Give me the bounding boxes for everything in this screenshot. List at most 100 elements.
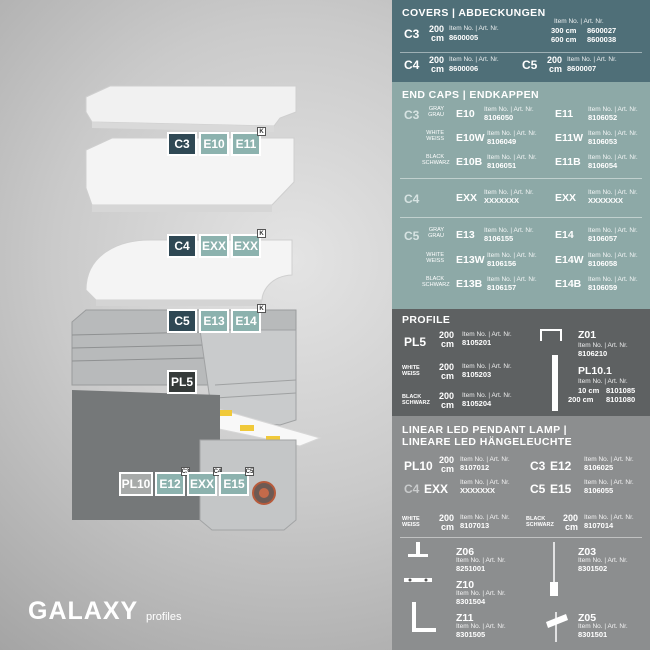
k-mark: K	[257, 127, 266, 136]
badge-pl10: PL10	[119, 472, 153, 496]
pendant-unit: cm	[564, 522, 578, 532]
divider	[400, 178, 642, 179]
covers-c5-code: C5	[522, 58, 538, 72]
endcap-exx-number: XXXXXXX	[484, 196, 520, 205]
item-no-label: Item No. | Art. Nr.	[578, 557, 628, 564]
pendant-pl10-code: PL10	[404, 459, 433, 473]
profile-white-number: 8105203	[462, 370, 492, 379]
item-no-label: Item No. | Art. Nr.	[456, 590, 506, 597]
covers-c5-unit: cm	[548, 64, 562, 74]
pendant-title-en: LINEAR LED PENDANT LAMP |	[402, 424, 567, 436]
profile-unit: cm	[440, 400, 454, 410]
color-white-label: WHITE WEISS	[402, 516, 420, 528]
pendant-section: LINEAR LED PENDANT LAMP | LINEARE LED HÄ…	[392, 416, 650, 650]
endcap-e14w-number: 8106058	[588, 259, 618, 268]
profile-length: 200	[438, 391, 454, 401]
endcap-e14-number: 8106057	[588, 234, 618, 243]
endcaps-title: END CAPS | ENDKAPPEN	[402, 89, 539, 101]
brand-logo: GALAXY	[28, 597, 139, 625]
badge-exx-k-label: EXX	[233, 239, 258, 253]
item-no-label: Item No. | Art. Nr.	[588, 130, 638, 137]
item-no-label: Item No. | Art. Nr.	[588, 154, 638, 161]
item-no-label: Item No. | Art. Nr.	[484, 189, 534, 196]
endcap-e10w-number: 8106049	[487, 137, 517, 146]
item-no-label: Item No. | Art. Nr.	[449, 56, 499, 63]
item-no-label: Item No. | Art. Nr.	[487, 276, 537, 283]
profile-pl10-1-length-2: 200 cm	[568, 395, 594, 404]
z01-bracket-icon	[540, 329, 562, 341]
item-no-label: Item No. | Art. Nr.	[584, 479, 634, 486]
color-black-label: BLACK SCHWARZ	[402, 394, 430, 406]
endcap-e10b: E10B	[456, 156, 483, 168]
badge-c3: C3	[167, 132, 197, 156]
profile-length: 200	[438, 330, 454, 340]
badge-e13: E13	[199, 309, 229, 333]
divider	[400, 217, 642, 218]
accessory-icons-right	[546, 542, 568, 642]
pendant-white-number: 8107013	[460, 521, 490, 530]
item-no-label: Item No. | Art. Nr.	[578, 378, 628, 385]
k-mark: K	[257, 229, 266, 238]
z05-mount-icon	[546, 612, 568, 642]
profile-pl10-1-number-1: 8101085	[606, 386, 636, 395]
pendant-length: 200	[438, 455, 454, 465]
item-no-label: Item No. | Art. Nr.	[456, 623, 506, 630]
badge-e14-label: E14	[235, 314, 257, 328]
pendant-exx-number: XXXXXXX	[460, 486, 496, 495]
item-no-label: Item No. | Art. Nr.	[578, 342, 628, 349]
profile-z01-code: Z01	[578, 329, 597, 341]
endcap-e13w-number: 8106156	[487, 259, 517, 268]
endcap-e10w: E10W	[456, 132, 485, 144]
item-no-label: Item No. | Art. Nr.	[460, 479, 510, 486]
endcap-exx-2: EXX	[555, 192, 577, 204]
color-grey-label: GRAY GRAU	[428, 106, 444, 118]
pendant-c5-code: C5	[530, 482, 546, 496]
item-no-label: Item No. | Art. Nr.	[554, 18, 604, 25]
item-no-label: Item No. | Art. Nr.	[462, 331, 512, 338]
color-black-label: BLACK SCHWARZ	[422, 276, 450, 288]
profile-pl5-code: PL5	[404, 335, 427, 349]
item-no-label: Item No. | Art. Nr.	[588, 227, 638, 234]
endcaps-section: END CAPS | ENDKAPPEN C3 GRAY GRAU E10 It…	[392, 82, 650, 309]
item-no-label: Item No. | Art. Nr.	[460, 456, 510, 463]
endcap-e14: E14	[555, 229, 574, 241]
endcap-e13w: E13W	[456, 254, 485, 266]
covers-c4-number: 8600006	[449, 64, 479, 73]
c5-mark: C5	[245, 467, 254, 476]
pendant-black-number: 8107014	[584, 521, 614, 530]
pendant-z05-code: Z05	[578, 612, 597, 624]
badge-exx-c4-label: EXX	[189, 477, 214, 491]
pendant-z06-code: Z06	[456, 546, 475, 558]
profile-unit: cm	[440, 339, 454, 349]
pendant-length: 200	[438, 513, 454, 523]
pendant-title-de: LINEARE LED HÄNGELEUCHTE	[402, 436, 573, 448]
item-no-label: Item No. | Art. Nr.	[462, 363, 512, 370]
divider	[400, 537, 642, 538]
pendant-z05-number: 8301501	[578, 630, 608, 639]
pendant-z03-code: Z03	[578, 546, 597, 558]
pl10-1-profile-icon	[552, 355, 558, 411]
endcap-e11w: E11W	[555, 132, 584, 144]
cover-c3-shape	[85, 85, 297, 132]
endcaps-c5-code: C5	[404, 229, 420, 243]
endcap-e13b-number: 8106157	[487, 283, 517, 292]
endcap-e13b: E13B	[456, 278, 483, 290]
endcap-e13-number: 8106155	[484, 234, 514, 243]
color-grey-label: GRAY GRAU	[428, 227, 444, 239]
item-no-label: Item No. | Art. Nr.	[588, 276, 638, 283]
covers-title: COVERS | ABDECKUNGEN	[402, 7, 546, 19]
item-no-label: Item No. | Art. Nr.	[567, 56, 617, 63]
endcaps-c3-code: C3	[404, 108, 420, 122]
covers-c3-length: 200	[428, 24, 444, 34]
divider	[400, 52, 642, 53]
badge-c5: C5	[167, 309, 197, 333]
item-no-label: Item No. | Art. Nr.	[584, 456, 634, 463]
pendant-z11-number: 8301505	[456, 630, 486, 639]
endcap-exx: EXX	[456, 192, 478, 204]
color-black-label: BLACK SCHWARZ	[422, 154, 450, 166]
